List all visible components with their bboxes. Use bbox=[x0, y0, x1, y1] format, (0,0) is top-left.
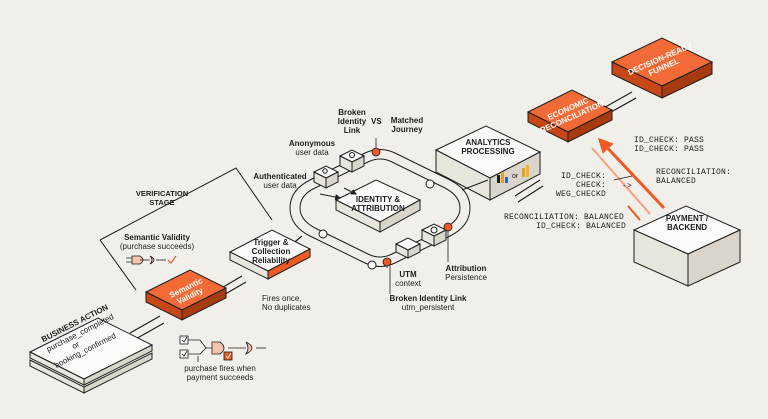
id-check-left-2: CHECK: bbox=[576, 181, 607, 190]
trigger-line2: Collection bbox=[251, 247, 291, 256]
analytics-logo-icon bbox=[522, 165, 529, 177]
utm-context-label: UTM context bbox=[395, 270, 421, 288]
broken-identity-link-line1: Broken Identity Link bbox=[389, 294, 467, 303]
analytics-line1: ANALYTICS bbox=[465, 138, 511, 147]
matched-journey-label: Matched Journey bbox=[391, 116, 423, 134]
broken-identity-line3: Link bbox=[343, 126, 361, 135]
recon-balanced-1: RECONCILIATION: bbox=[656, 168, 732, 177]
decision-funnel-box bbox=[610, 37, 714, 99]
id-check-pass-1: ID_CHECK: PASS bbox=[634, 136, 705, 145]
attribution-persistence-label: Attribution Persistence bbox=[445, 264, 487, 282]
payment-line2: BACKEND bbox=[666, 223, 707, 232]
utm-context-line2: context bbox=[395, 279, 421, 288]
utm-context-line1: UTM bbox=[399, 270, 417, 279]
id-check-bottom: ID_CHECK: BALANCED bbox=[536, 222, 627, 231]
broken-identity-label: Broken Identity Link bbox=[338, 108, 366, 135]
verification-stage-line2: STAGE bbox=[149, 198, 175, 207]
identity-line2: ATTRIBUTION bbox=[351, 204, 405, 213]
payment-line1: PAYMENT / bbox=[665, 214, 709, 223]
analytics-processing-text: ANALYTICS PROCESSING bbox=[461, 138, 514, 156]
grid-icon-cube bbox=[394, 237, 422, 259]
identity-line1: IDENTITY & bbox=[355, 195, 401, 204]
purchase-fires-line1: purchase fires when bbox=[184, 364, 256, 373]
verification-stage-label: VERIFICATION STAGE bbox=[136, 189, 188, 207]
broken-identity-line1: Broken bbox=[338, 108, 366, 117]
semantic-validity-box bbox=[144, 269, 228, 321]
semantic-note-line2: (purchase succeeds) bbox=[119, 242, 195, 251]
trigger-box bbox=[228, 229, 312, 280]
id-check-left-1: ID_CHECK: bbox=[561, 172, 607, 181]
flow-connectors bbox=[319, 179, 489, 201]
semantic-note-line1: Semantic Validity bbox=[124, 233, 190, 242]
fires-once-line2: No duplicates bbox=[262, 303, 311, 312]
analytics-processing-box bbox=[434, 125, 542, 201]
attribution-persistence-line2: Persistence bbox=[445, 273, 487, 282]
purchase-fires-line2: payment succeeds bbox=[186, 373, 254, 382]
anonymous-label: Anonymous user data bbox=[289, 139, 335, 157]
recon-bottom: RECONCILIATION: BALANCED bbox=[504, 213, 625, 222]
business-action-box bbox=[28, 317, 154, 394]
matched-journey-line1: Matched bbox=[390, 116, 424, 125]
marker-leaders bbox=[375, 138, 449, 294]
logic-gate-icon bbox=[126, 255, 177, 265]
trigger-text: Trigger & Collection Reliability bbox=[252, 238, 291, 265]
payment-backend-box bbox=[632, 205, 742, 287]
anonymous-line1: Anonymous bbox=[288, 139, 336, 148]
vs-label: VS bbox=[371, 117, 382, 126]
recon-balanced-group: RECONCILIATION: BALANCED bbox=[656, 168, 731, 186]
broken-identity-link-label: Broken Identity Link utm_persistent bbox=[390, 294, 467, 312]
purchase-fires-note: purchase fires when payment succeeds bbox=[184, 364, 256, 382]
recon-balanced-2: BALANCED bbox=[656, 177, 697, 186]
fires-once-note: Fires once, No duplicates bbox=[262, 294, 310, 312]
authenticated-label: Authenticated user data bbox=[253, 172, 306, 190]
id-check-left-group: ID_CHECK: CHECK: WEG_CHECKD bbox=[556, 172, 606, 199]
verification-bracket-inner bbox=[99, 239, 137, 291]
identity-attribution-text: IDENTITY & ATTRIBUTION bbox=[351, 195, 405, 213]
fires-once-line1: Fires once, bbox=[262, 294, 302, 303]
arrow-symbol: -> bbox=[622, 182, 633, 191]
broken-identity-line2: Identity bbox=[337, 117, 367, 126]
id-check-left-3: WEG_CHECKD bbox=[556, 190, 607, 199]
authenticated-line1: Authenticated bbox=[253, 172, 307, 181]
matched-journey-line2: Journey bbox=[391, 125, 423, 134]
verification-stage-line1: VERIFICATION bbox=[135, 189, 189, 198]
globe-icon-cube bbox=[420, 223, 448, 247]
bar-chart-icon bbox=[497, 172, 508, 183]
bottom-check-group: RECONCILIATION: BALANCED ID_CHECK: BALAN… bbox=[504, 213, 626, 231]
trigger-line3: Reliability bbox=[252, 256, 290, 265]
attribution-persistence-line1: Attribution bbox=[445, 264, 487, 273]
reconciliation-feedback-arrows bbox=[591, 137, 666, 221]
verification-bracket bbox=[99, 167, 273, 241]
user-icon-cube bbox=[338, 149, 366, 173]
economic-reconciliation-box bbox=[526, 89, 614, 143]
checkbox-logic-cluster bbox=[179, 335, 266, 362]
semantic-validity-note: Semantic Validity (purchase succeeds) bbox=[120, 233, 194, 251]
analytics-line2: PROCESSING bbox=[461, 147, 515, 156]
or-small-label: or bbox=[512, 173, 519, 180]
trigger-line1: Trigger & bbox=[253, 238, 289, 247]
id-check-pass-group: ID_CHECK: PASS ID_CHECK: PASS bbox=[634, 136, 704, 154]
payment-backend-text: PAYMENT / BACKEND bbox=[666, 214, 708, 232]
add-user-icon-cube bbox=[312, 165, 340, 189]
broken-identity-link-line2: utm_persistent bbox=[401, 303, 455, 312]
anonymous-line2: user data bbox=[295, 148, 329, 157]
authenticated-line2: user data bbox=[263, 181, 297, 190]
id-check-pass-2: ID_CHECK: PASS bbox=[634, 145, 705, 154]
